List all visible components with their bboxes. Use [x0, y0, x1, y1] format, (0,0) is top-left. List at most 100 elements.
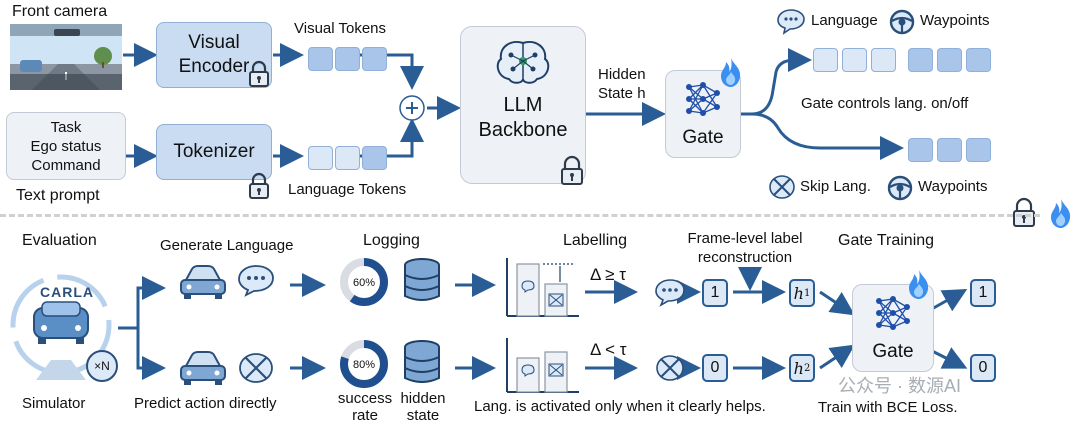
- repeat-n-label: ×N: [94, 359, 110, 373]
- legend-language-label: Language: [811, 12, 878, 29]
- language-token: [842, 48, 867, 72]
- h1-subscript: 1: [803, 287, 811, 299]
- train-bce-label: Train with BCE Loss.: [818, 399, 958, 416]
- carla-simulator-icon: [10, 274, 112, 380]
- front-camera-label: Front camera: [12, 3, 108, 20]
- h2-subscript: 2: [803, 362, 811, 374]
- language-token: [308, 146, 333, 170]
- lang-activated-label: Lang. is activated only when it clearly …: [474, 398, 766, 415]
- gauge-top-text: 60%: [353, 277, 375, 289]
- tokenizer-box: Tokenizer: [156, 124, 272, 180]
- flame-icon: [909, 270, 929, 299]
- car-icon: [180, 351, 226, 385]
- success-rate-gauge-bottom: 80%: [340, 340, 388, 388]
- llm-backbone-label: LLM Backbone: [478, 94, 568, 141]
- delta-ge-label: Δ ≥ τ: [590, 265, 626, 284]
- label-one: 1: [710, 284, 720, 301]
- gate-box-top: Gate: [665, 70, 741, 158]
- text-prompt-label: Text prompt: [16, 187, 100, 204]
- waypoint-token: [966, 138, 991, 162]
- waypoint-token: [937, 48, 962, 72]
- label-zero-pill: 0: [702, 354, 728, 382]
- arrow-h2-gate: [819, 344, 855, 370]
- steering-wheel-icon: [889, 9, 915, 35]
- arrow-sim-generate: [118, 276, 166, 330]
- gate-controls-label: Gate controls lang. on/off: [801, 95, 969, 112]
- logging-label: Logging: [363, 232, 420, 249]
- arrow-gate-language: [751, 48, 812, 116]
- watermark-label: 公众号 · 数源AI: [838, 376, 962, 396]
- visual-token: [308, 47, 333, 71]
- gate-label-bottom: Gate: [872, 341, 914, 362]
- gauge-bottom-text: 80%: [353, 359, 375, 371]
- visual-encoder-label: Visual Encoder: [178, 32, 250, 77]
- waypoint-token: [908, 138, 933, 162]
- skip-bubble-icon: [769, 175, 795, 199]
- gate-label-top: Gate: [682, 127, 724, 148]
- brain-icon: [496, 41, 550, 84]
- language-token: [871, 48, 896, 72]
- steering-wheel-icon: [887, 175, 913, 201]
- frame-level-label: Frame-level label reconstruction: [687, 230, 803, 266]
- simulator-label: Simulator: [22, 395, 86, 412]
- predict-directly-label: Predict action directly: [134, 395, 277, 412]
- visual-token: [362, 47, 387, 71]
- text-prompt-box: Task Ego status Command: [6, 112, 126, 180]
- waypoint-token: [966, 48, 991, 72]
- flame-icon: [721, 58, 741, 87]
- flame-icon: [1051, 199, 1071, 228]
- speech-bubble-icon: [777, 9, 805, 35]
- arrow-gate-zero: [929, 347, 968, 369]
- lock-icon: [249, 172, 269, 199]
- legend-waypoints-label: Waypoints: [920, 12, 990, 29]
- arrow-sim-predict: [136, 328, 166, 380]
- waypoints-bottom-label: Waypoints: [918, 178, 988, 195]
- arrow-gate-skip: [751, 112, 904, 160]
- speech-bubble-icon: [238, 265, 274, 297]
- hidden-state-label: Hidden State h: [598, 66, 646, 102]
- output-one: 1: [978, 284, 988, 301]
- plus-circle-icon: [399, 95, 425, 121]
- skip-lang-label: Skip Lang.: [800, 178, 871, 195]
- h1-label: h: [793, 283, 804, 303]
- label-zero: 0: [710, 359, 720, 376]
- language-token: [335, 146, 360, 170]
- language-token: [362, 146, 387, 170]
- carla-label: CARLA: [40, 284, 94, 300]
- front-camera-image: [10, 24, 122, 90]
- hidden-state-bottom-label: hidden state: [400, 390, 446, 424]
- waypoint-token: [937, 138, 962, 162]
- lock-icon: [249, 60, 269, 87]
- labelling-chart-top: [506, 258, 579, 317]
- skip-bubble-icon: [239, 353, 273, 383]
- output-zero-pill: 0: [970, 354, 996, 382]
- h2-label: h: [793, 358, 804, 378]
- neural-net-icon: [876, 296, 910, 330]
- visual-token: [335, 47, 360, 71]
- success-rate-gauge-top: 60%: [340, 258, 388, 306]
- labelling-chart-bottom: [506, 338, 579, 393]
- visual-tokens-label: Visual Tokens: [294, 20, 387, 37]
- waypoint-token: [908, 48, 933, 72]
- output-one-pill: 1: [970, 279, 996, 307]
- language-tokens-label: Language Tokens: [288, 181, 407, 198]
- neural-net-icon: [686, 82, 720, 116]
- llm-backbone-box: LLM Backbone: [460, 26, 586, 184]
- skip-bubble-icon: [656, 355, 684, 381]
- evaluation-label: Evaluation: [22, 232, 97, 249]
- labelling-label: Labelling: [563, 232, 628, 249]
- language-token: [813, 48, 838, 72]
- delta-lt-label: Δ < τ: [590, 340, 627, 359]
- repeat-n-badge: ×N: [86, 350, 118, 382]
- speech-bubble-icon: [655, 279, 685, 307]
- database-icon: [404, 340, 440, 383]
- car-icon: [180, 265, 226, 299]
- gate-training-label: Gate Training: [838, 232, 935, 249]
- label-one-pill: 1: [702, 279, 728, 307]
- database-icon: [404, 258, 440, 301]
- success-rate-label: success rate: [337, 390, 393, 424]
- tokenizer-label: Tokenizer: [173, 141, 255, 162]
